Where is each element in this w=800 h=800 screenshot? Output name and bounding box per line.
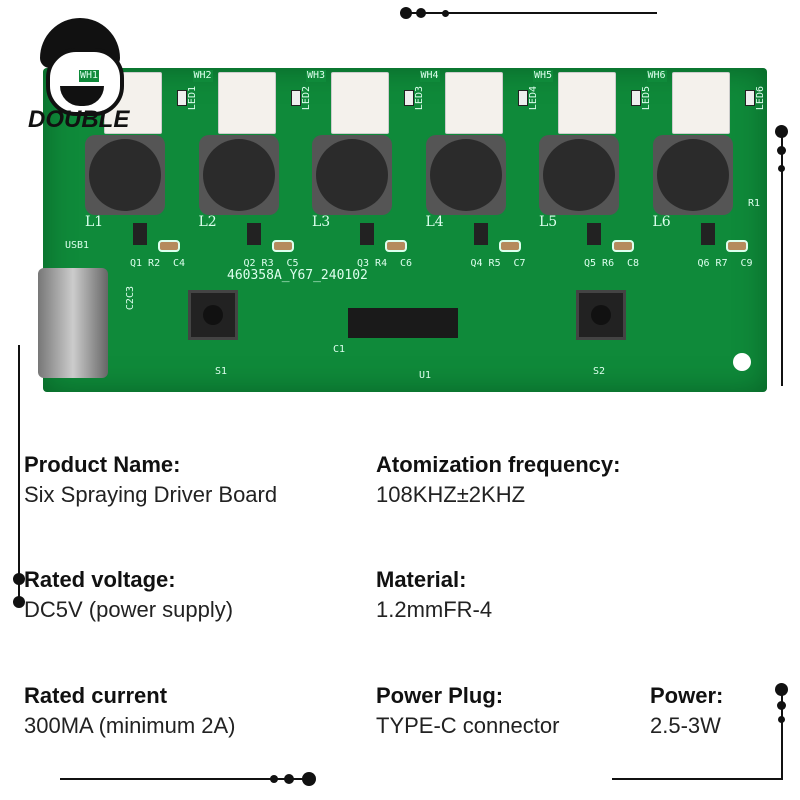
transistor-4 <box>473 223 488 245</box>
part-label: Q5 R6 <box>584 258 615 269</box>
led-label: LED6 <box>754 86 766 111</box>
led-label: LED2 <box>300 86 312 111</box>
connector-label: WH4 <box>419 70 440 82</box>
connector-3 <box>331 72 389 134</box>
spec-item: Power Plug: TYPE-C connector <box>376 683 559 739</box>
part-label: C5 <box>286 258 299 269</box>
spec-item: Material: 1.2mmFR-4 <box>376 567 492 623</box>
spec-item: Product Name: Six Spraying Driver Board <box>24 452 277 508</box>
led-6 <box>744 90 755 106</box>
connector-label: WH2 <box>192 70 213 82</box>
usb-c-connector <box>38 268 108 378</box>
spec-label: Rated voltage: <box>24 567 176 592</box>
spec-label: Rated current <box>24 683 168 708</box>
capacitor-3 <box>385 240 407 252</box>
inductor-label: L1 <box>85 214 104 230</box>
u1-label: U1 <box>419 370 432 381</box>
inductor-4 <box>425 135 506 215</box>
switch-s1 <box>188 290 238 340</box>
led-2 <box>290 90 301 106</box>
connector-5 <box>558 72 616 134</box>
spec-label: Product Name: <box>24 452 181 477</box>
spec-label: Power: <box>650 683 724 708</box>
logo-text: DOUBLE <box>28 106 130 133</box>
transistor-5 <box>587 223 601 245</box>
inductor-5 <box>539 135 619 215</box>
inductor-6 <box>652 135 733 215</box>
spec-label: Atomization frequency: <box>376 452 621 477</box>
part-label: C9 <box>740 258 753 269</box>
transistor-3 <box>360 223 374 245</box>
c1-label: C1 <box>333 344 346 355</box>
s1-label: S1 <box>215 366 228 377</box>
double-logo: DOUBLE <box>28 18 130 138</box>
connector-label: WH6 <box>646 70 667 82</box>
led-label: LED1 <box>187 86 198 111</box>
inductor-label: L2 <box>198 214 217 230</box>
connector-4 <box>444 72 503 134</box>
connector-label: WH1 <box>79 70 100 82</box>
r1-label: R1 <box>748 198 761 209</box>
spec-item: Atomization frequency: 108KHZ±2KHZ <box>376 452 620 508</box>
mounting-hole <box>733 353 751 371</box>
board-code: 460358A_Y67_240102 <box>227 268 368 283</box>
switch-s2 <box>576 290 626 340</box>
part-label: Q3 R4 <box>357 258 388 269</box>
inductor-label: L4 <box>425 214 444 230</box>
led-4 <box>517 90 528 106</box>
transistor-6 <box>700 223 715 245</box>
part-label: C6 <box>400 258 413 269</box>
c2c3-label: C2C3 <box>125 286 136 311</box>
capacitor-5 <box>612 240 634 252</box>
spec-item: Power: 2.5-3W <box>650 683 723 739</box>
part-label: Q2 R3 <box>243 258 274 269</box>
capacitor-6 <box>725 240 748 252</box>
spec-value: TYPE-C connector <box>376 713 560 738</box>
spec-value: DC5V (power supply) <box>24 597 234 622</box>
inductor-label: L5 <box>539 214 558 230</box>
part-label: C7 <box>513 258 526 269</box>
led-1 <box>177 90 187 106</box>
led-label: LED4 <box>527 86 539 111</box>
part-label: Q4 R5 <box>470 258 501 269</box>
transistor-1 <box>133 223 147 245</box>
spec-item: Rated current 300MA (minimum 2A) <box>24 683 236 739</box>
capacitor-1 <box>158 240 180 252</box>
inductor-2 <box>198 135 279 215</box>
pcb-board-image: USB1 C2C3 460358A_Y67_240102 S1 S2 U1 C1… <box>38 68 767 392</box>
led-label: LED3 <box>414 86 425 111</box>
spec-item: Rated voltage: DC5V (power supply) <box>24 567 233 623</box>
connector-6 <box>671 72 730 134</box>
inductor-1 <box>85 135 165 215</box>
spec-value: 108KHZ±2KHZ <box>376 482 526 507</box>
spec-value: 300MA (minimum 2A) <box>24 713 236 738</box>
connector-2 <box>217 72 276 134</box>
s2-label: S2 <box>593 366 606 377</box>
spec-value: 1.2mmFR-4 <box>376 597 493 622</box>
part-label: Q6 R7 <box>697 258 728 269</box>
inductor-3 <box>312 135 392 215</box>
capacitor-4 <box>498 240 521 252</box>
led-5 <box>631 90 641 106</box>
transistor-2 <box>246 223 261 245</box>
capacitor-2 <box>271 240 294 252</box>
part-label: C8 <box>627 258 640 269</box>
inductor-label: L3 <box>312 214 331 230</box>
inductor-label: L6 <box>652 214 671 230</box>
connector-label: WH3 <box>306 70 327 82</box>
led-3 <box>404 90 414 106</box>
part-label: Q1 R2 <box>130 258 161 269</box>
connector-label: WH5 <box>533 70 554 82</box>
part-label: C4 <box>173 258 186 269</box>
ic-chip-u1 <box>348 308 458 338</box>
usb-label: USB1 <box>65 240 90 251</box>
spec-label: Power Plug: <box>376 683 504 708</box>
spec-value: Six Spraying Driver Board <box>24 482 278 507</box>
spec-value: 2.5-3W <box>650 713 721 738</box>
spec-label: Material: <box>376 567 467 592</box>
led-label: LED5 <box>641 86 652 111</box>
